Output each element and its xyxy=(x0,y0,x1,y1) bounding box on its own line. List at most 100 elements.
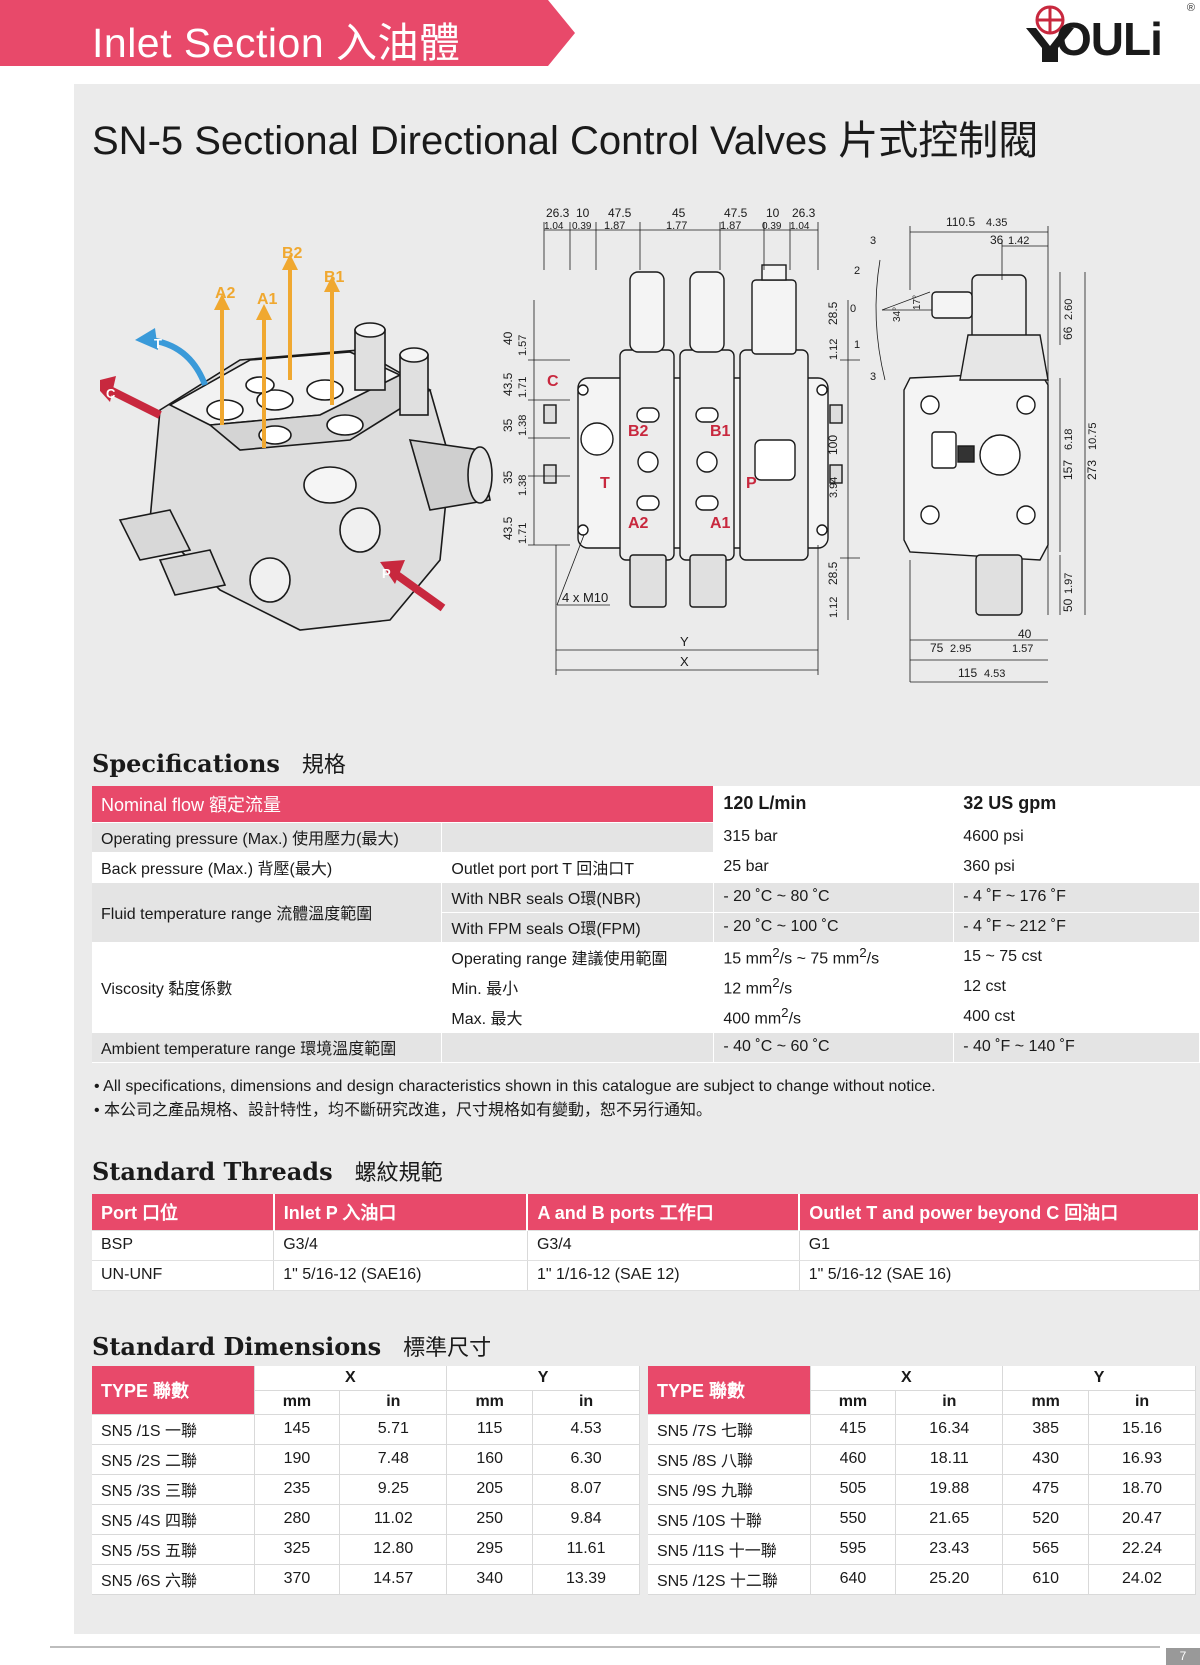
pos-3-bottom: 3 xyxy=(870,371,876,383)
superscript: 2 xyxy=(859,945,867,961)
page-number: 7 xyxy=(1166,1648,1200,1665)
side-dim-h273-in: 10.75 xyxy=(1087,422,1099,450)
bolt-note: 4 x M10 xyxy=(562,590,608,605)
visc-op-a: 15 mm xyxy=(723,950,773,968)
dim-left-5-in: 1.71 xyxy=(517,523,529,544)
front-port-c: C xyxy=(547,373,559,390)
dim-left-1: 40 xyxy=(501,331,515,345)
dims-value-cell: 8.07 xyxy=(532,1474,640,1505)
spec-row: Back pressure (Max.) 背壓(最大) Outlet port … xyxy=(92,852,1200,883)
port-label-b2: B2 xyxy=(282,245,303,262)
dims-value-cell: 205 xyxy=(446,1474,534,1505)
spec-nominal-flow-metric: 120 L/min xyxy=(713,786,955,823)
dims-unit: mm xyxy=(446,1390,534,1415)
dims-type-cell: SN5 /2S 二聯 xyxy=(92,1444,255,1475)
spec-sub xyxy=(441,822,715,853)
visc-max-a: 400 mm xyxy=(723,1010,782,1028)
dim-x-label: X xyxy=(680,654,689,669)
pos-1: 1 xyxy=(854,339,860,351)
side-dim-h50-in: 1.97 xyxy=(1063,573,1075,594)
youli-logo: OULi ® xyxy=(1020,2,1195,66)
threads-header-row: Port 口位 Inlet P 入油口 A and B ports 工作口 Ou… xyxy=(92,1194,1200,1231)
port-label-a1: A1 xyxy=(257,291,278,308)
spec-metric: 315 bar xyxy=(713,822,955,853)
spec-imperial: 12 cst xyxy=(953,972,1200,1003)
dims-value-cell: 13.39 xyxy=(532,1564,640,1595)
dims-value-cell: 18.70 xyxy=(1088,1474,1196,1505)
dims-value-cell: 415 xyxy=(810,1414,897,1445)
dim-left-2: 43.5 xyxy=(501,372,515,396)
threads-col-outlet: Outlet T and power beyond C 回油口 xyxy=(799,1194,1200,1231)
dims-type-cell: SN5 /6S 六聯 xyxy=(92,1564,255,1595)
dims-unit: in xyxy=(339,1390,448,1415)
front-dimension-lines xyxy=(528,222,860,675)
dims-value-cell: 16.34 xyxy=(895,1414,1004,1445)
dims-type-cell: SN5 /7S 七聯 xyxy=(648,1414,811,1445)
dims-header-row: TYPE 聯數 X Y xyxy=(92,1366,640,1415)
dim-left-2-in: 1.71 xyxy=(517,377,529,398)
dims-value-cell: 430 xyxy=(1002,1444,1090,1475)
front-port-p: P xyxy=(746,475,757,492)
dims-value-cell: 22.24 xyxy=(1088,1534,1196,1565)
side-dim-w40-in: 1.57 xyxy=(1012,643,1033,655)
dims-unit-row: mm in mm in xyxy=(92,1390,640,1415)
dims-value-cell: 6.30 xyxy=(532,1444,640,1475)
dims-type-cell: SN5 /5S 五聯 xyxy=(92,1534,255,1565)
spec-row: Max. 最大 400 mm2/s 400 cst xyxy=(92,1002,1200,1033)
dim-left-5: 43.5 xyxy=(501,516,515,540)
table-cell: G3/4 xyxy=(273,1230,528,1261)
dim-right-3: 28.5 xyxy=(826,561,840,585)
spec-imperial: - 4 ˚F ~ 212 ˚F xyxy=(953,912,1200,943)
logo-text: OULi xyxy=(1056,13,1163,65)
dim-left-4: 35 xyxy=(501,470,515,484)
spec-nominal-flow-imperial: 32 US gpm xyxy=(953,786,1200,823)
dims-value-cell: 325 xyxy=(254,1534,341,1565)
spec-imperial: - 4 ˚F ~ 176 ˚F xyxy=(953,882,1200,913)
pos-0: 0 xyxy=(850,303,856,315)
dims-unit: in xyxy=(532,1390,640,1415)
dim-left-3: 35 xyxy=(501,418,515,432)
dims-group-x: X xyxy=(810,1366,1004,1391)
dim-left-1-in: 1.57 xyxy=(517,335,529,356)
side-dim-h50: 50 xyxy=(1061,598,1075,612)
dims-value-cell: 24.02 xyxy=(1088,1564,1196,1595)
side-dim-w115: 115 xyxy=(958,666,977,680)
superscript: 2 xyxy=(772,945,780,961)
dims-value-cell: 610 xyxy=(1002,1564,1090,1595)
dims-value-cell: 370 xyxy=(254,1564,341,1595)
table-cell: 1" 5/16-12 (SAE16) xyxy=(273,1260,528,1291)
front-port-t: T xyxy=(600,475,610,492)
valve-drawings: A2 A1 B2 B1 T C P xyxy=(92,206,1099,683)
dim-top-4: 45 xyxy=(672,206,686,220)
spec-label: Back pressure (Max.) 背壓(最大) xyxy=(92,852,443,883)
side-dimension-lines xyxy=(875,226,1086,683)
dims-unit: mm xyxy=(254,1390,341,1415)
dims-group-y: Y xyxy=(446,1366,640,1391)
dim-top-5: 47.5 xyxy=(724,206,748,220)
spec-imperial: 360 psi xyxy=(953,852,1200,883)
dims-unit: mm xyxy=(1002,1390,1090,1415)
spec-row: Ambient temperature range 環境溫度範圍 - 40 ˚C… xyxy=(92,1032,1200,1063)
dims-value-cell: 15.16 xyxy=(1088,1414,1196,1445)
angle-17: 17° xyxy=(912,295,923,310)
spec-imperial: - 40 ˚F ~ 140 ˚F xyxy=(953,1032,1200,1063)
spec-row: Fluid temperature range 流體溫度範圍 With NBR … xyxy=(92,882,1200,943)
dims-type-header: TYPE 聯數 xyxy=(648,1366,811,1415)
dims-value-cell: 25.20 xyxy=(895,1564,1004,1595)
page-title: SN-5 Sectional Directional Control Valve… xyxy=(92,119,1039,163)
dims-type-cell: SN5 /3S 三聯 xyxy=(92,1474,255,1505)
port-label-p-iso: P xyxy=(382,566,391,581)
dims-value-cell: 475 xyxy=(1002,1474,1090,1505)
note-en: • All specifications, dimensions and des… xyxy=(94,1078,936,1095)
side-dim-w115-in: 4.53 xyxy=(984,668,1005,680)
front-port-a1: A1 xyxy=(710,515,731,532)
specifications-heading-en: Specifications xyxy=(92,749,280,778)
